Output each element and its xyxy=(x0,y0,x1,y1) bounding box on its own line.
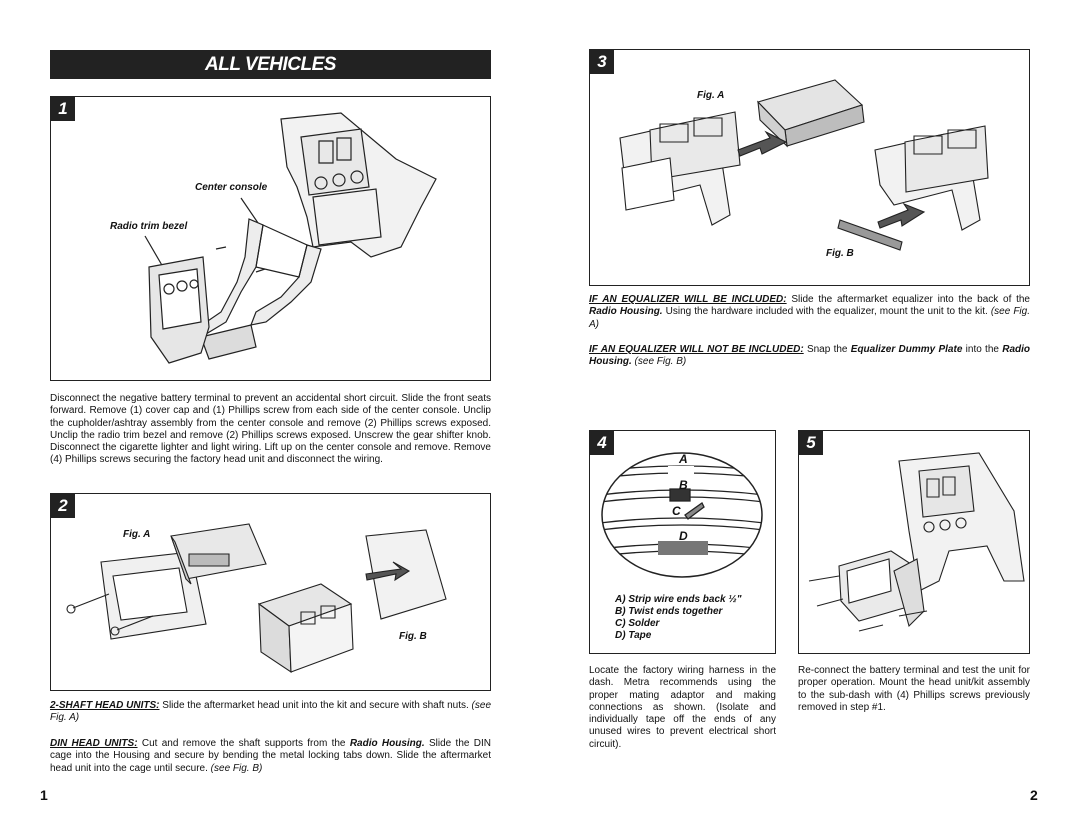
step4-wire-label-d: D xyxy=(679,529,688,543)
step5-text: Re-connect the battery terminal and test… xyxy=(798,665,1030,713)
step3-para2: IF AN EQUALIZER WILL NOT BE INCLUDED: Sn… xyxy=(589,344,1030,369)
wire-splice-illustration xyxy=(590,431,777,655)
step3-fig-a: Fig. A xyxy=(697,90,725,101)
dash-assembly-illustration xyxy=(799,431,1031,655)
page-number-left: 1 xyxy=(40,787,48,803)
step2-p2-bold: Radio Housing. xyxy=(349,738,425,749)
step1-label-console: Center console xyxy=(195,182,268,193)
step4-legend-b: B) Twist ends together xyxy=(615,606,723,617)
head-unit-illustration xyxy=(51,494,492,692)
step2-para2: DIN HEAD UNITS: Cut and remove the shaft… xyxy=(50,738,491,775)
step4-legend-d: D) Tape xyxy=(615,630,652,641)
step4-wire-label-b: B xyxy=(679,478,688,492)
step4-number: 4 xyxy=(590,431,614,455)
step2-p2-heading: DIN HEAD UNITS: xyxy=(50,738,138,749)
step2-fig-b: Fig. B xyxy=(399,631,427,642)
step4-wire-label-c: C xyxy=(672,504,681,518)
step3-p1-text2: Using the hardware included with the equ… xyxy=(662,306,991,318)
step3-p2-bold2: Radio Housing. xyxy=(589,344,1031,368)
step2-p1-text: Slide the aftermarket head unit into the… xyxy=(159,700,472,711)
step4-legend-c: C) Solder xyxy=(615,618,660,629)
center-console-illustration xyxy=(51,97,492,382)
step2-para1: 2-SHAFT HEAD UNITS: Slide the aftermarke… xyxy=(50,700,491,725)
step4-legend: A) Strip wire ends back ½" B) Twist ends… xyxy=(615,594,741,642)
step3-p1-text1: Slide the aftermarket equalizer into the… xyxy=(786,294,1030,305)
step3-frame: 3 Fig. A Fig. B xyxy=(589,49,1030,286)
step3-p1-heading: IF AN EQUALIZER WILL BE INCLUDED: xyxy=(589,294,787,305)
page-title: ALL VEHICLES xyxy=(205,54,336,75)
step3-p1-ref: (see Fig. A) xyxy=(589,306,1030,330)
step3-p2-text2: into the xyxy=(962,344,1003,355)
step5-number: 5 xyxy=(799,431,823,455)
step4-text: Locate the factory wiring harness in the… xyxy=(589,665,776,750)
step3-number: 3 xyxy=(590,50,614,74)
step2-p2-text1: Cut and remove the shaft supports from t… xyxy=(137,738,350,749)
step2-p2-text2: Slide the DIN cage into the Housing and … xyxy=(50,738,491,774)
step3-p2-heading: IF AN EQUALIZER WILL NOT BE INCLUDED: xyxy=(589,344,804,355)
step4-wire-label-a: A xyxy=(679,452,688,466)
step3-p2-text1: Snap the xyxy=(803,344,851,355)
step1-number: 1 xyxy=(51,97,75,121)
step4-frame: 4 A B C D A) Strip wire ends back ½" B) … xyxy=(589,430,776,654)
title-bar: ALL VEHICLES xyxy=(50,50,491,79)
step1-label-bezel: Radio trim bezel xyxy=(110,221,188,232)
step3-p2-bold1: Equalizer Dummy Plate xyxy=(850,344,963,355)
step2-number: 2 xyxy=(51,494,75,518)
step3-p1-bold: Radio Housing. xyxy=(589,306,663,318)
step2-p1-ref: (see Fig. A) xyxy=(50,700,491,724)
step2-p1-heading: 2-SHAFT HEAD UNITS: xyxy=(50,700,160,711)
step1-text: Disconnect the negative battery terminal… xyxy=(50,393,491,466)
step2-frame: 2 Fig. A Fig. B xyxy=(50,493,491,691)
step2-p2-ref: (see Fig. B) xyxy=(210,762,263,774)
step1-frame: 1 Center console Radio trim bezel xyxy=(50,96,491,381)
step2-fig-a: Fig. A xyxy=(123,529,151,540)
step5-frame: 5 xyxy=(798,430,1030,654)
step3-p2-ref: (see Fig. B) xyxy=(631,356,687,368)
step4-legend-a: A) Strip wire ends back ½" xyxy=(615,594,742,605)
step3-fig-b: Fig. B xyxy=(826,248,854,259)
equalizer-illustration xyxy=(590,50,1031,287)
page-number-right: 2 xyxy=(1030,787,1038,803)
step3-para1: IF AN EQUALIZER WILL BE INCLUDED: Slide … xyxy=(589,294,1030,331)
